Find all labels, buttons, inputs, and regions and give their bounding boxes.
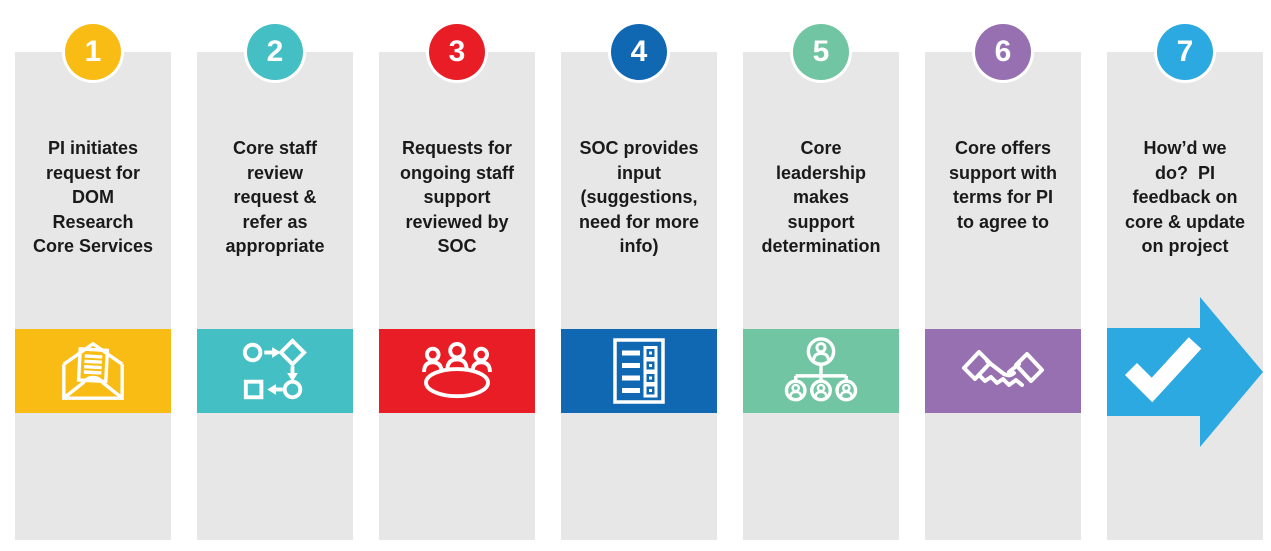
step-number: 2 [266,35,284,68]
step-number-badge: 7 [1157,24,1213,80]
step-icon-band [15,329,171,413]
step-panel [743,52,899,540]
flowchart-icon [242,338,307,400]
step-number: 1 [84,35,102,68]
step-column-5: 5 Core leadership makes support determin… [743,24,899,540]
step-number-badge: 2 [247,24,303,80]
step-column-4: 4 SOC provides input (suggestions, need … [561,24,717,540]
arrow-check-icon [1107,297,1263,447]
step-column-6: 6 Core offers support with terms for PI … [925,24,1081,540]
step-column-3: 3 Requests for ongoing staff support rev… [379,24,535,540]
step-number: 7 [1176,35,1194,68]
step-number-badge: 3 [429,24,485,80]
open-envelope-icon [62,341,124,400]
step-number-badge: 5 [793,24,849,80]
step-label: Core staff review request & refer as app… [225,138,325,256]
step-panel [561,52,717,540]
step-number: 4 [630,35,648,68]
checklist-icon [613,338,665,404]
meeting-table-icon [422,341,492,399]
step-label: How’d we do? PI feedback on core & updat… [1124,138,1246,256]
step-label: Core leadership makes support determinat… [761,138,881,256]
step-panel [197,52,353,540]
step-icon-band [197,329,353,413]
org-chart-icon [784,337,858,402]
step-label: Core offers support with terms for PI to… [949,138,1057,232]
step-column-1: 1 PI initiates request for DOM Research … [15,24,171,540]
step-number: 6 [994,35,1012,68]
step-panel [1107,52,1263,540]
step-number: 5 [812,35,830,68]
step-label: Requests for ongoing staff support revie… [400,138,514,256]
step-column-7: 7 How’d we do? PI feedback on core & upd… [1107,24,1263,540]
step-label: PI initiates request for DOM Research Co… [32,138,154,256]
step-panel [15,52,171,540]
step-icon-band [379,329,535,413]
step-icon-band [743,329,899,413]
step-panel [925,52,1081,540]
forward-arrow [1107,297,1267,447]
step-number-badge: 6 [975,24,1031,80]
step-label: SOC provides input (suggestions, need fo… [578,138,700,256]
step-icon-band [561,329,717,413]
step-number-badge: 1 [65,24,121,80]
step-column-2: 2 Core staff review request & refer as a… [197,24,353,540]
step-icon-band [925,329,1081,413]
step-number: 3 [448,35,466,68]
step-number-badge: 4 [611,24,667,80]
step-panel [379,52,535,540]
handshake-icon [962,350,1044,387]
